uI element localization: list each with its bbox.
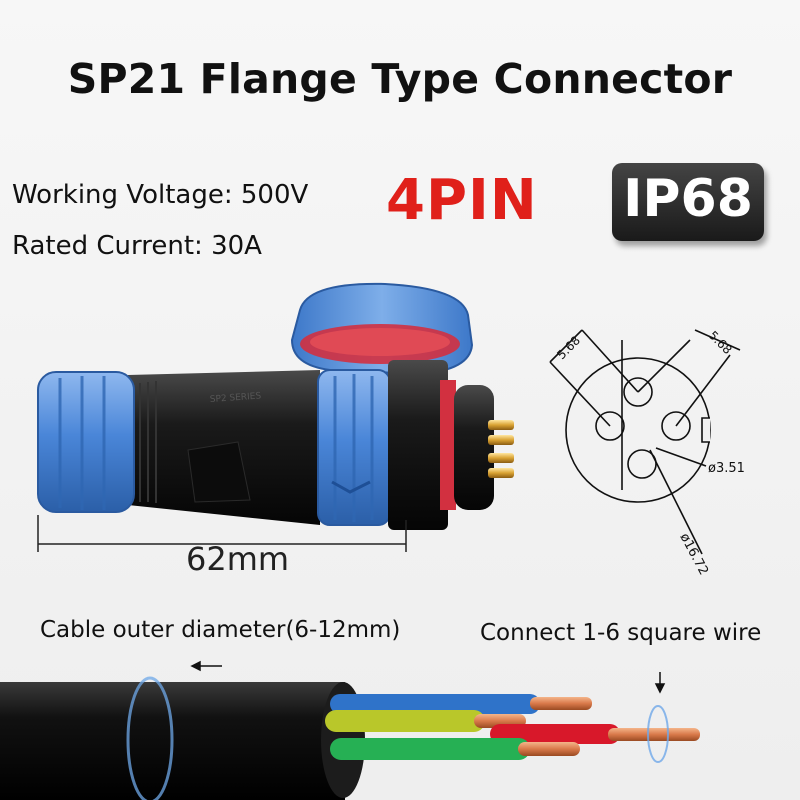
length-dimension-line	[37, 515, 407, 552]
coupling-nut	[317, 369, 391, 526]
cable-arrows	[190, 660, 666, 694]
pin-diameter-text: ø3.51	[708, 461, 745, 476]
ip-rating-badge: IP68	[612, 163, 764, 241]
wire-size-label: Connect 1-6 square wire	[480, 620, 762, 646]
outer-diameter-text: ø16.72	[676, 531, 710, 578]
current-spec: Rated Current: 30A	[12, 231, 262, 261]
length-dimension-label: 62mm	[186, 540, 290, 578]
pin-layout-diagram: 5.68 5.68 ø3.51 ø16.72	[549, 328, 745, 578]
ip-rating-text: IP68	[623, 169, 753, 229]
cable-diameter-label: Cable outer diameter(6-12mm)	[40, 617, 401, 643]
dim-left-text: 5.68	[554, 333, 583, 362]
page-title: SP21 Flange Type Connector	[67, 55, 733, 103]
svg-text:SP2 SERIES: SP2 SERIES	[210, 391, 262, 405]
pin-count-label: 4PIN	[386, 168, 538, 233]
rear-nut	[37, 371, 135, 513]
connector-illustration: SP2 SERIES	[37, 282, 514, 552]
cable-illustration	[0, 660, 700, 800]
voltage-spec: Working Voltage: 500V	[12, 180, 309, 210]
dust-cap	[290, 282, 474, 376]
dim-right-text: 5.68	[706, 328, 735, 357]
